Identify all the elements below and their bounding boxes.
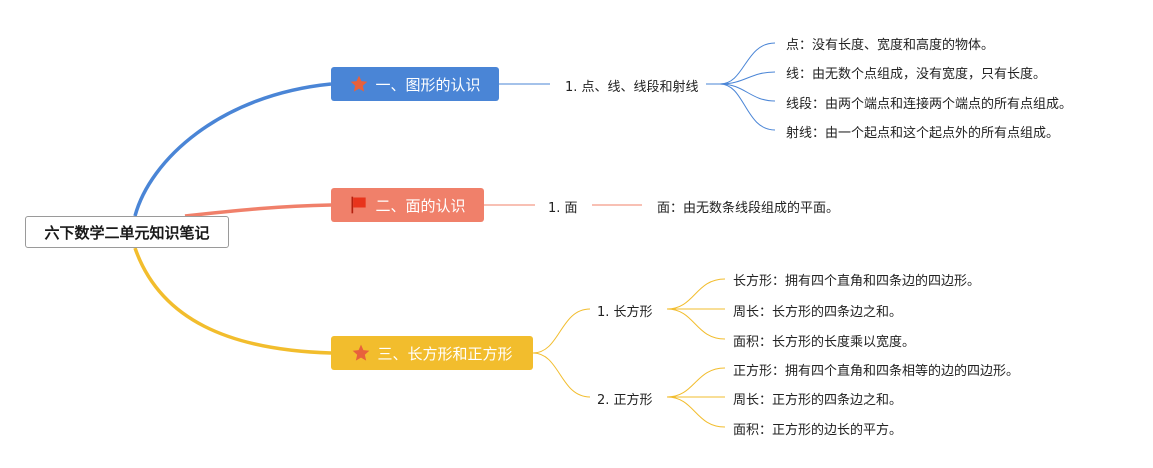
link-leaf-1: [719, 42, 776, 85]
link-root-branch2: [184, 203, 332, 218]
leaf-3-1-1[interactable]: 长方形：拥有四个直角和四条边的四边形。: [733, 274, 981, 289]
link-leaf-2: [719, 71, 776, 85]
link-branch3-sub1: [532, 308, 591, 354]
star-icon: [349, 74, 369, 94]
link-branch3-sub2: [532, 352, 591, 398]
star-icon: [351, 343, 371, 363]
link-leaf-4: [719, 83, 776, 131]
subtopic-3-2[interactable]: 2. 正方形: [597, 393, 653, 408]
leaf-3-2-2[interactable]: 周长：正方形的四条边之和。: [733, 393, 903, 408]
branch-topic-3-label: 三、长方形和正方形: [377, 344, 513, 363]
subtopic-2-1[interactable]: 1. 面: [548, 201, 578, 216]
link-leaf-3: [719, 83, 776, 102]
link-root-branch1: [133, 82, 332, 217]
branch-topic-1-label: 一、图形的认识: [375, 75, 481, 94]
leaf-1-1-4[interactable]: 射线：由一个起点和这个起点外的所有点组成。: [786, 126, 1060, 141]
root-topic-label: 六下数学二单元知识笔记: [44, 223, 210, 242]
leaf-3-1-3[interactable]: 面积：长方形的长度乘以宽度。: [733, 335, 916, 350]
leaf-2-1-1[interactable]: 面：由无数条线段组成的平面。: [657, 201, 840, 216]
branch-topic-3[interactable]: 三、长方形和正方形: [331, 336, 533, 370]
link-rect-leaf-1: [666, 278, 726, 310]
leaf-1-1-3[interactable]: 线段：由两个端点和连接两个端点的所有点组成。: [786, 97, 1073, 112]
leaf-3-2-1[interactable]: 正方形：拥有四个直角和四条相等的边的四边形。: [733, 364, 1020, 379]
flag-icon: [349, 195, 369, 215]
branch-topic-2[interactable]: 二、面的认识: [331, 188, 484, 222]
branch-topic-1[interactable]: 一、图形的认识: [331, 67, 499, 101]
link-square-leaf-1: [666, 367, 726, 398]
leaf-3-1-2[interactable]: 周长：长方形的四条边之和。: [733, 305, 903, 320]
subtopic-1-1[interactable]: 1. 点、线、线段和射线: [565, 80, 699, 95]
link-square-leaf-3: [666, 396, 726, 428]
leaf-3-2-3[interactable]: 面积：正方形的边长的平方。: [733, 423, 903, 438]
subtopic-3-1[interactable]: 1. 长方形: [597, 305, 653, 320]
leaf-1-1-1[interactable]: 点：没有长度、宽度和高度的物体。: [786, 38, 995, 53]
branch-topic-2-label: 二、面的认识: [375, 196, 466, 215]
link-root-branch3: [133, 247, 332, 355]
leaf-1-1-2[interactable]: 线：由无数个点组成，没有宽度，只有长度。: [786, 67, 1047, 82]
link-rect-leaf-3: [666, 308, 726, 340]
root-topic[interactable]: 六下数学二单元知识笔记: [25, 216, 229, 248]
